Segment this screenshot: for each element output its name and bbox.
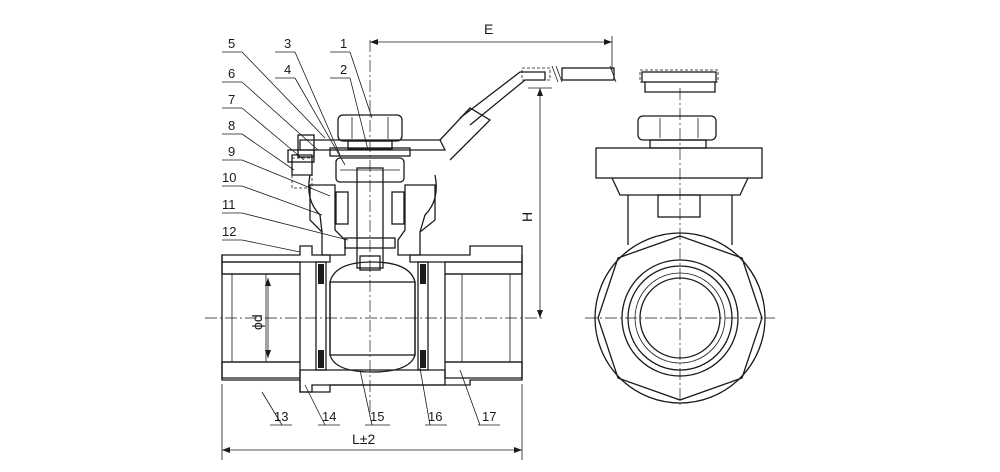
side-view (585, 69, 775, 405)
part-label-8: 8 (228, 118, 235, 133)
side-view-body-outer (594, 232, 766, 404)
part-label-10: 10 (222, 170, 236, 185)
gland-nut (335, 157, 405, 183)
part-number-labels: 1 2 3 4 5 6 7 8 9 10 11 12 13 14 15 16 1… (222, 36, 496, 424)
part-label-2: 2 (340, 62, 347, 77)
stem (356, 167, 384, 269)
part-label-6: 6 (228, 66, 235, 81)
handle (299, 65, 617, 161)
part-label-11: 11 (222, 197, 236, 212)
part-label-15: 15 (370, 409, 384, 424)
dim-l-label: L±2 (352, 431, 375, 447)
part-label-5: 5 (228, 36, 235, 51)
side-view-bore (639, 277, 721, 359)
part-label-9: 9 (228, 144, 235, 159)
seat-left (315, 261, 327, 371)
part-label-1: 1 (340, 36, 347, 51)
leader-lines (222, 51, 500, 426)
part-label-12: 12 (222, 224, 236, 239)
part-label-17: 17 (482, 409, 496, 424)
part-label-16: 16 (428, 409, 442, 424)
dim-e-label: E (484, 21, 493, 37)
part-label-4: 4 (284, 62, 291, 77)
body-bottom-wall (221, 361, 523, 393)
part-label-13: 13 (274, 409, 288, 424)
part-label-7: 7 (228, 92, 235, 107)
dim-d-label: ϕd (249, 314, 265, 330)
front-section-view: E H ϕd L±2 (205, 21, 617, 460)
dim-h-label: H (519, 212, 535, 222)
part-label-14: 14 (322, 409, 336, 424)
seat-right (417, 261, 429, 371)
part-label-3: 3 (284, 36, 291, 51)
